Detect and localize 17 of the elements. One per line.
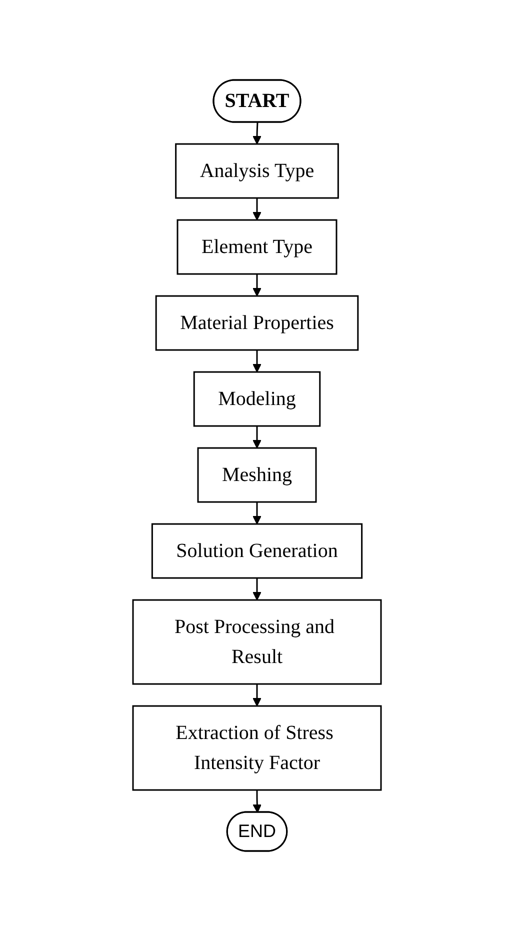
node-box: Meshing — [197, 446, 317, 502]
node-box: Modeling — [193, 370, 321, 426]
arrow — [252, 790, 262, 812]
arrow — [252, 426, 262, 448]
arrow — [252, 198, 262, 220]
node-box: Extraction of Stress Intensity Factor — [132, 704, 382, 790]
arrow — [252, 502, 262, 524]
node-box: Element Type — [176, 218, 338, 274]
node-box: Material Properties — [155, 294, 359, 350]
arrow — [252, 122, 262, 144]
arrow — [252, 578, 262, 600]
node-box: Solution Generation — [151, 522, 363, 578]
arrow — [252, 350, 262, 372]
arrow — [252, 684, 262, 706]
arrow — [252, 274, 262, 296]
node-box: Post Processing and Result — [132, 598, 382, 684]
node-box: Analysis Type — [175, 142, 339, 198]
